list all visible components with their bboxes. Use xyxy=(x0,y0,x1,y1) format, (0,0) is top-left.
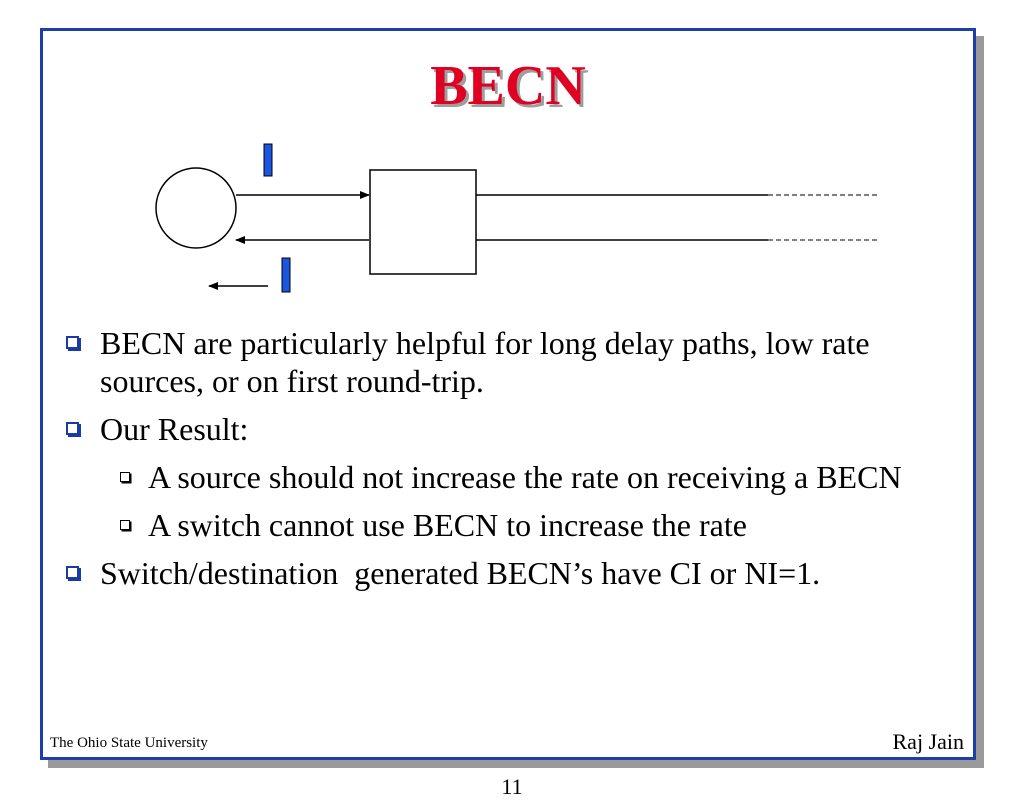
slide-title: BECN xyxy=(430,55,586,117)
small-hollow-square-bullet-icon xyxy=(120,520,130,530)
sub-bullet-item: A source should not increase the rate on… xyxy=(62,458,962,496)
sub-bullet-text: A switch cannot use BECN to increase the… xyxy=(148,507,747,543)
bullet-item: Switch/destination generated BECN’s have… xyxy=(62,554,962,592)
switch-box xyxy=(369,169,477,275)
bullet-item: BECN are particularly helpful for long d… xyxy=(62,324,962,400)
footer-institution: The Ohio State University xyxy=(50,735,208,751)
hollow-square-bullet-icon xyxy=(66,336,79,349)
becn-cell-marker xyxy=(281,257,291,293)
bullet-item: Our Result: xyxy=(62,410,962,448)
sub-bullet-text: A source should not increase the rate on… xyxy=(148,459,902,495)
source-node xyxy=(155,167,237,249)
footer-author: Raj Jain xyxy=(892,729,965,754)
bullet-text: Switch/destination generated BECN’s have… xyxy=(100,555,821,591)
bullet-text: Our Result: xyxy=(100,411,249,447)
bullet-list: BECN are particularly helpful for long d… xyxy=(62,324,962,602)
slide-frame xyxy=(40,28,976,760)
bullet-text: BECN are particularly helpful for long d… xyxy=(100,325,870,399)
sub-bullet-item: A switch cannot use BECN to increase the… xyxy=(62,506,962,544)
page-number: 11 xyxy=(501,774,523,799)
small-hollow-square-bullet-icon xyxy=(120,472,130,482)
hollow-square-bullet-icon xyxy=(66,422,79,435)
forward-cell-marker xyxy=(263,143,273,177)
hollow-square-bullet-icon xyxy=(66,566,79,579)
